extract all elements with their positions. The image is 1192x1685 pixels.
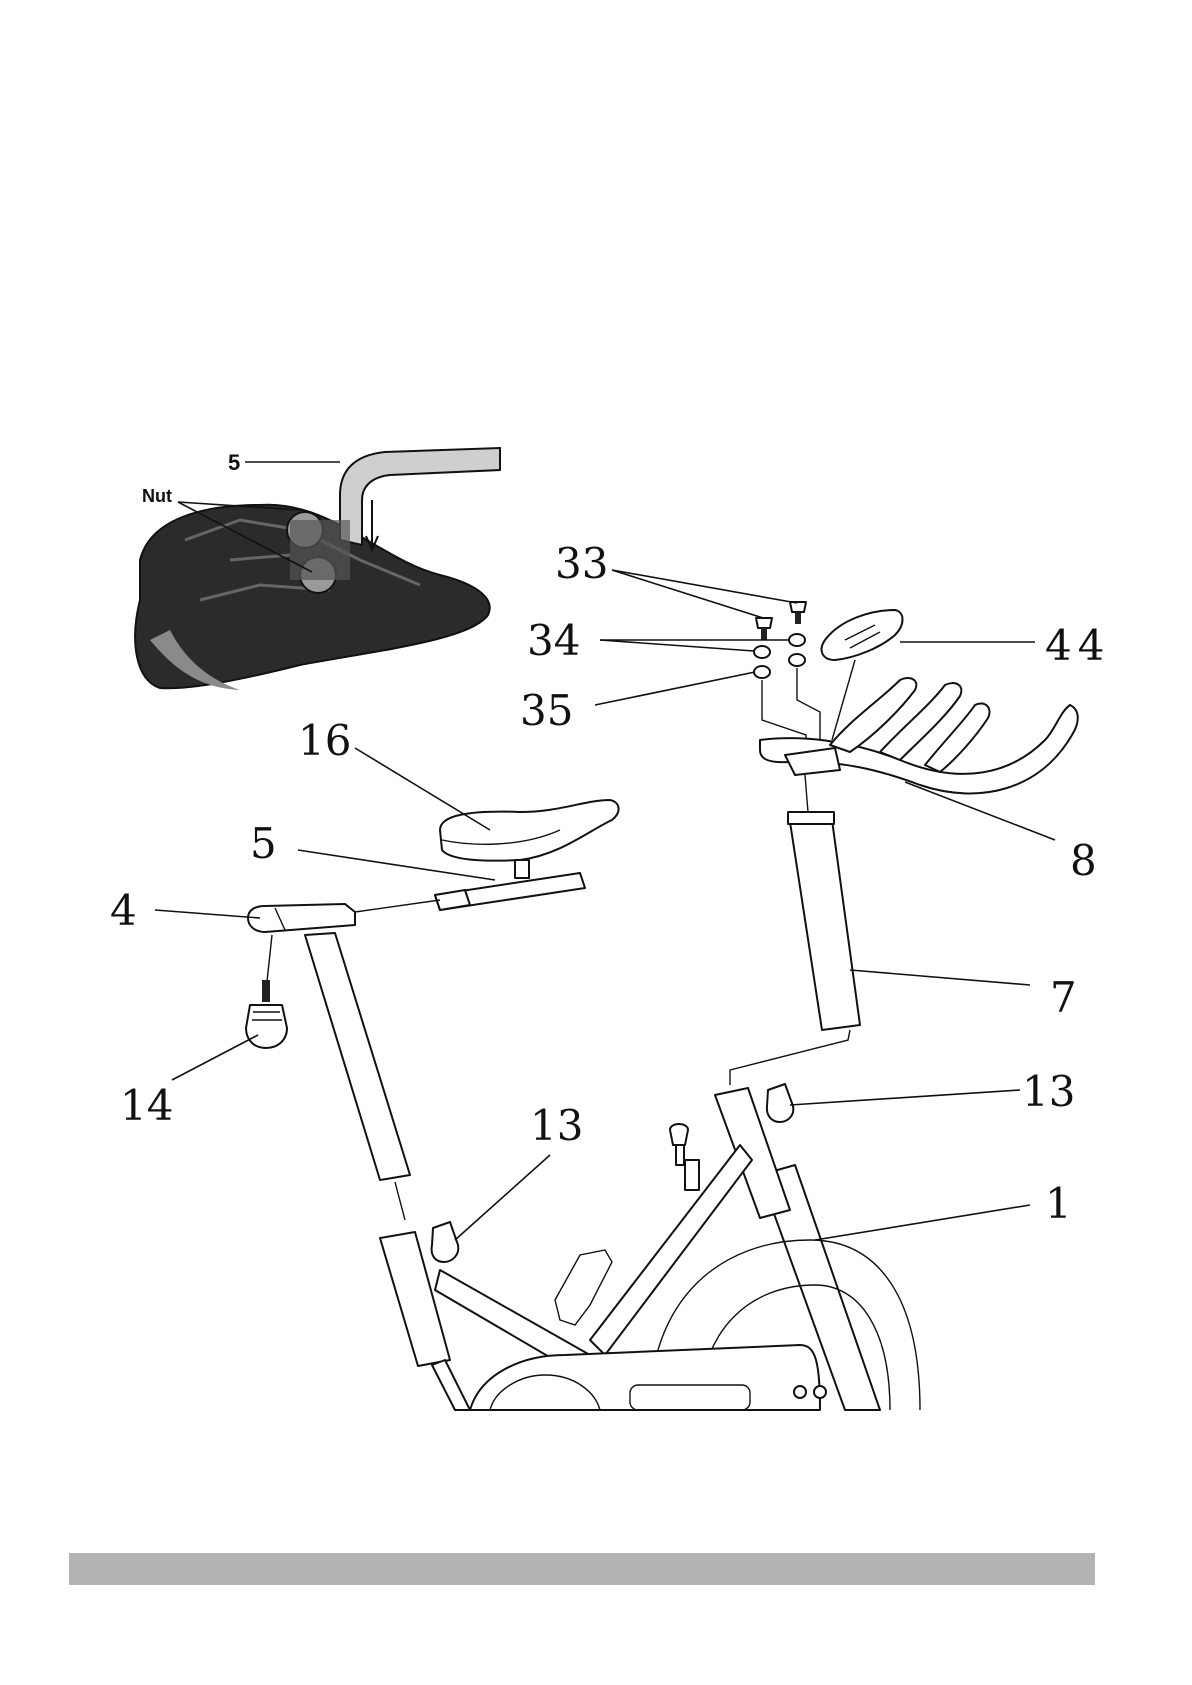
bolt-33-left: [756, 618, 772, 628]
callout-35: 35: [520, 686, 573, 735]
callout-44: 44: [1045, 621, 1110, 670]
handlebar-post-guide: [805, 775, 808, 812]
callout-34: 34: [527, 616, 580, 665]
washer-35-left: [754, 666, 770, 678]
inset-seat-post-5: [340, 448, 500, 545]
leader-13-right: [790, 1090, 1020, 1105]
handlebar-post-7: [790, 820, 860, 1030]
bolt-33-right-shank: [795, 612, 801, 624]
leader-33-b: [612, 570, 797, 603]
bolt-33-right: [790, 602, 806, 612]
bike-frame: [380, 1084, 920, 1410]
knob-14-stud: [262, 980, 270, 1002]
tension-knob-housing: [685, 1160, 699, 1190]
washer-34-left: [754, 646, 770, 658]
seat-slider-guide: [355, 900, 440, 912]
callout-4: 4: [110, 886, 137, 935]
handlebar-assembly: [730, 602, 1078, 1085]
tension-knob-stem: [676, 1145, 684, 1165]
callout-1: 1: [1045, 1179, 1072, 1228]
frame-seat-stay: [432, 1360, 470, 1410]
handlebar-post-7-cap: [788, 812, 834, 824]
leader-7: [850, 970, 1030, 985]
seat-nut-inset: 5 Nut: [135, 448, 500, 690]
leader-13-left: [455, 1155, 550, 1240]
leader-4: [155, 910, 260, 918]
callout-7: 7: [1050, 973, 1077, 1022]
knob-13-left: [432, 1222, 459, 1262]
callout-8: 8: [1070, 836, 1097, 885]
callout-13-right: 13: [1022, 1067, 1075, 1116]
bolt-33-left-shank: [761, 628, 767, 640]
callout-14: 14: [120, 1081, 173, 1130]
callout-13-left: 13: [530, 1101, 583, 1150]
leader-34-a: [600, 640, 754, 651]
leader-35: [595, 672, 755, 705]
knob-13-right: [767, 1084, 793, 1122]
callout-33: 33: [555, 539, 608, 588]
frame-small-bolt-a: [794, 1386, 806, 1398]
footer-bar: [69, 1553, 1095, 1585]
bottle-cage: [555, 1250, 612, 1325]
seat-post: [305, 933, 410, 1180]
inset-label-nut: Nut: [142, 486, 172, 506]
seat-clamp-4: [248, 904, 355, 932]
tablet-holder-44: [822, 610, 903, 660]
frame-small-bolt-b: [814, 1386, 826, 1398]
tension-knob: [670, 1124, 688, 1145]
washer-35-right: [789, 654, 805, 666]
washer-34-right: [789, 634, 805, 646]
leader-1: [815, 1205, 1030, 1240]
inset-label-5: 5: [228, 450, 240, 475]
leader-16: [355, 748, 490, 830]
callout-5: 5: [250, 819, 277, 868]
seat-16-stem: [515, 860, 529, 878]
seat-post-guide: [395, 1182, 405, 1220]
leader-33-a: [612, 570, 763, 618]
chain-guard: [470, 1345, 820, 1410]
inset-clamp: [290, 520, 350, 580]
seat-assembly: [246, 800, 619, 1220]
callout-16: 16: [298, 716, 351, 765]
seat-16: [440, 800, 619, 861]
handlebar-post-insert-guide: [730, 1030, 850, 1085]
leader-14: [172, 1035, 258, 1080]
